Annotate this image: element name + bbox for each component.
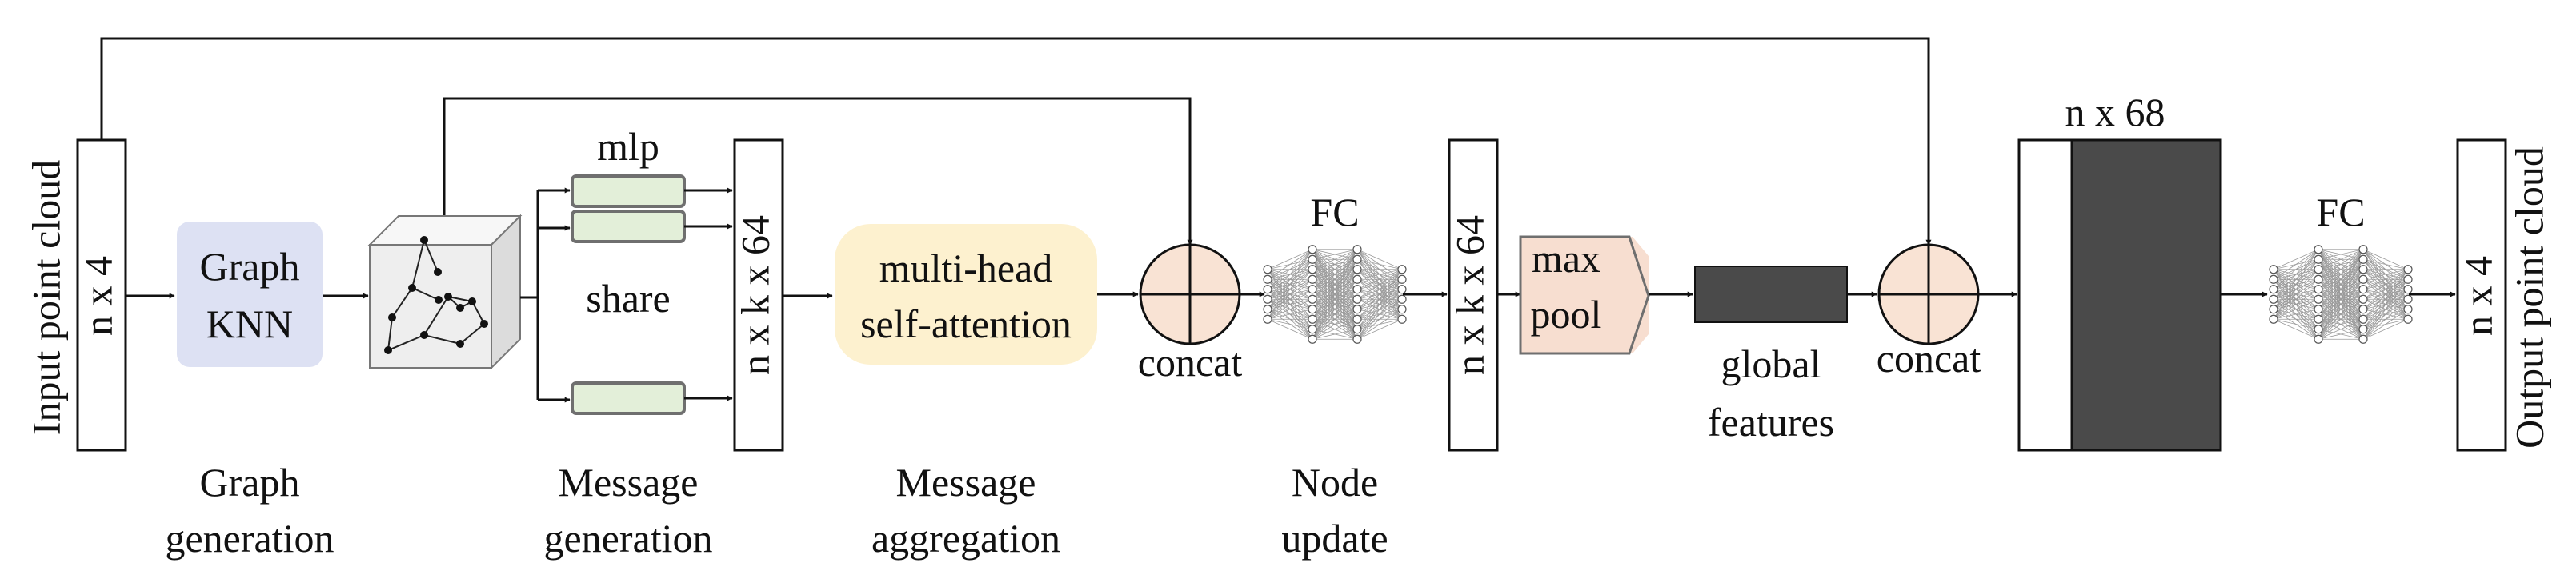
concat-node-1 (1139, 243, 1241, 345)
stage-msg-gen-line2: generation (543, 516, 712, 561)
mlp-block-2 (571, 210, 686, 243)
output-tensor-box (2456, 138, 2507, 452)
stage-graph-line1: Graph (200, 460, 300, 505)
global-label-line1: global (1721, 341, 1821, 386)
skip-connection-graph-to-concat1 (443, 97, 1193, 246)
output-dim-label: n x 4 (2455, 256, 2500, 336)
output-point-cloud-label: Output point cloud (2506, 146, 2551, 449)
mlp-block-3 (571, 381, 686, 415)
maxpool-label-line1: max (1532, 236, 1600, 281)
stage-msg-agg-line1: Message (896, 460, 1036, 505)
attention-label-line2: self-attention (860, 301, 1072, 346)
stage-msg-agg-line2: aggregation (871, 516, 1060, 561)
feature-dim-label: n x 68 (2065, 90, 2165, 134)
share-label: share (586, 276, 671, 321)
mlp-branch-lines (520, 187, 571, 403)
stage-graph-line2: generation (165, 516, 334, 561)
fc-label-1: FC (1310, 190, 1359, 234)
concat-node-2 (1877, 243, 1980, 345)
stage-msg-gen-line1: Message (559, 460, 699, 505)
attention-block (835, 224, 1097, 365)
feature-block-dark (2070, 138, 2222, 452)
global-label-line2: features (1708, 400, 1834, 445)
fc-network-icon-1 (1263, 245, 1407, 344)
skip-connection-input-to-concat2 (100, 37, 1932, 246)
global-features-bar (1694, 266, 1848, 323)
fc-network-icon-2 (2269, 245, 2413, 344)
message-dim-label: n x k x 64 (732, 215, 777, 375)
message-tensor-box (733, 138, 784, 452)
input-tensor-box (76, 138, 127, 452)
graph-knn-block (177, 222, 323, 367)
stage-node-line2: update (1281, 516, 1388, 561)
attention-label-line1: multi-head (879, 246, 1053, 290)
graph-cube-icon (367, 214, 523, 370)
node-tensor-box (1448, 138, 1499, 452)
concat-label-2: concat (1877, 336, 1981, 381)
feature-block-white (2017, 138, 2073, 452)
stage-node-line1: Node (1292, 460, 1378, 505)
node-dim-label: n x k x 64 (1447, 215, 1492, 375)
mlp-block-1 (571, 174, 686, 208)
graph-knn-label-line2: KNN (206, 301, 293, 346)
maxpool-label-line2: pool (1531, 292, 1602, 337)
fc-label-2: FC (2316, 190, 2365, 234)
graph-knn-label-line1: Graph (200, 244, 300, 289)
mlp-label: mlp (597, 124, 659, 169)
concat-label-1: concat (1138, 340, 1243, 385)
input-point-cloud-label: Input point cloud (23, 160, 68, 435)
input-dim-label: n x 4 (75, 256, 120, 336)
